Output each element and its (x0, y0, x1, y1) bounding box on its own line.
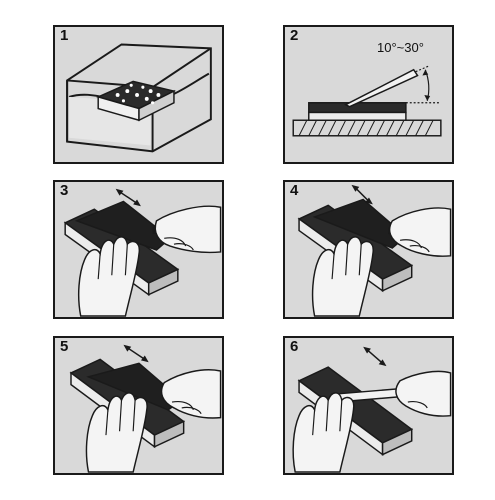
step-4-panel: 4 (283, 180, 454, 319)
sharpening-hands-step-6-icon (292, 346, 452, 473)
step-number: 3 (60, 182, 69, 199)
step-2-panel: 2 10°~30° (283, 25, 454, 164)
sharpening-hands-step-4-icon (297, 184, 452, 317)
step-6-panel: 6 (283, 336, 454, 475)
angle-range-label: 10°~30° (377, 40, 424, 55)
step-number: 1 (60, 27, 69, 44)
sharpening-hands-step-5-icon (69, 344, 222, 473)
step-number: 5 (60, 338, 69, 355)
step-5-panel: 5 (53, 336, 224, 475)
step-number: 2 (290, 27, 299, 44)
step-1-panel: 1 (53, 25, 224, 164)
step-number: 4 (290, 182, 299, 199)
sharpening-hands-step-3-icon (63, 188, 222, 317)
knife-angle-on-stone-icon (292, 65, 442, 137)
step-number: 6 (290, 338, 299, 355)
step-3-panel: 3 (53, 180, 224, 319)
soaking-stone-in-water-icon (66, 43, 212, 153)
